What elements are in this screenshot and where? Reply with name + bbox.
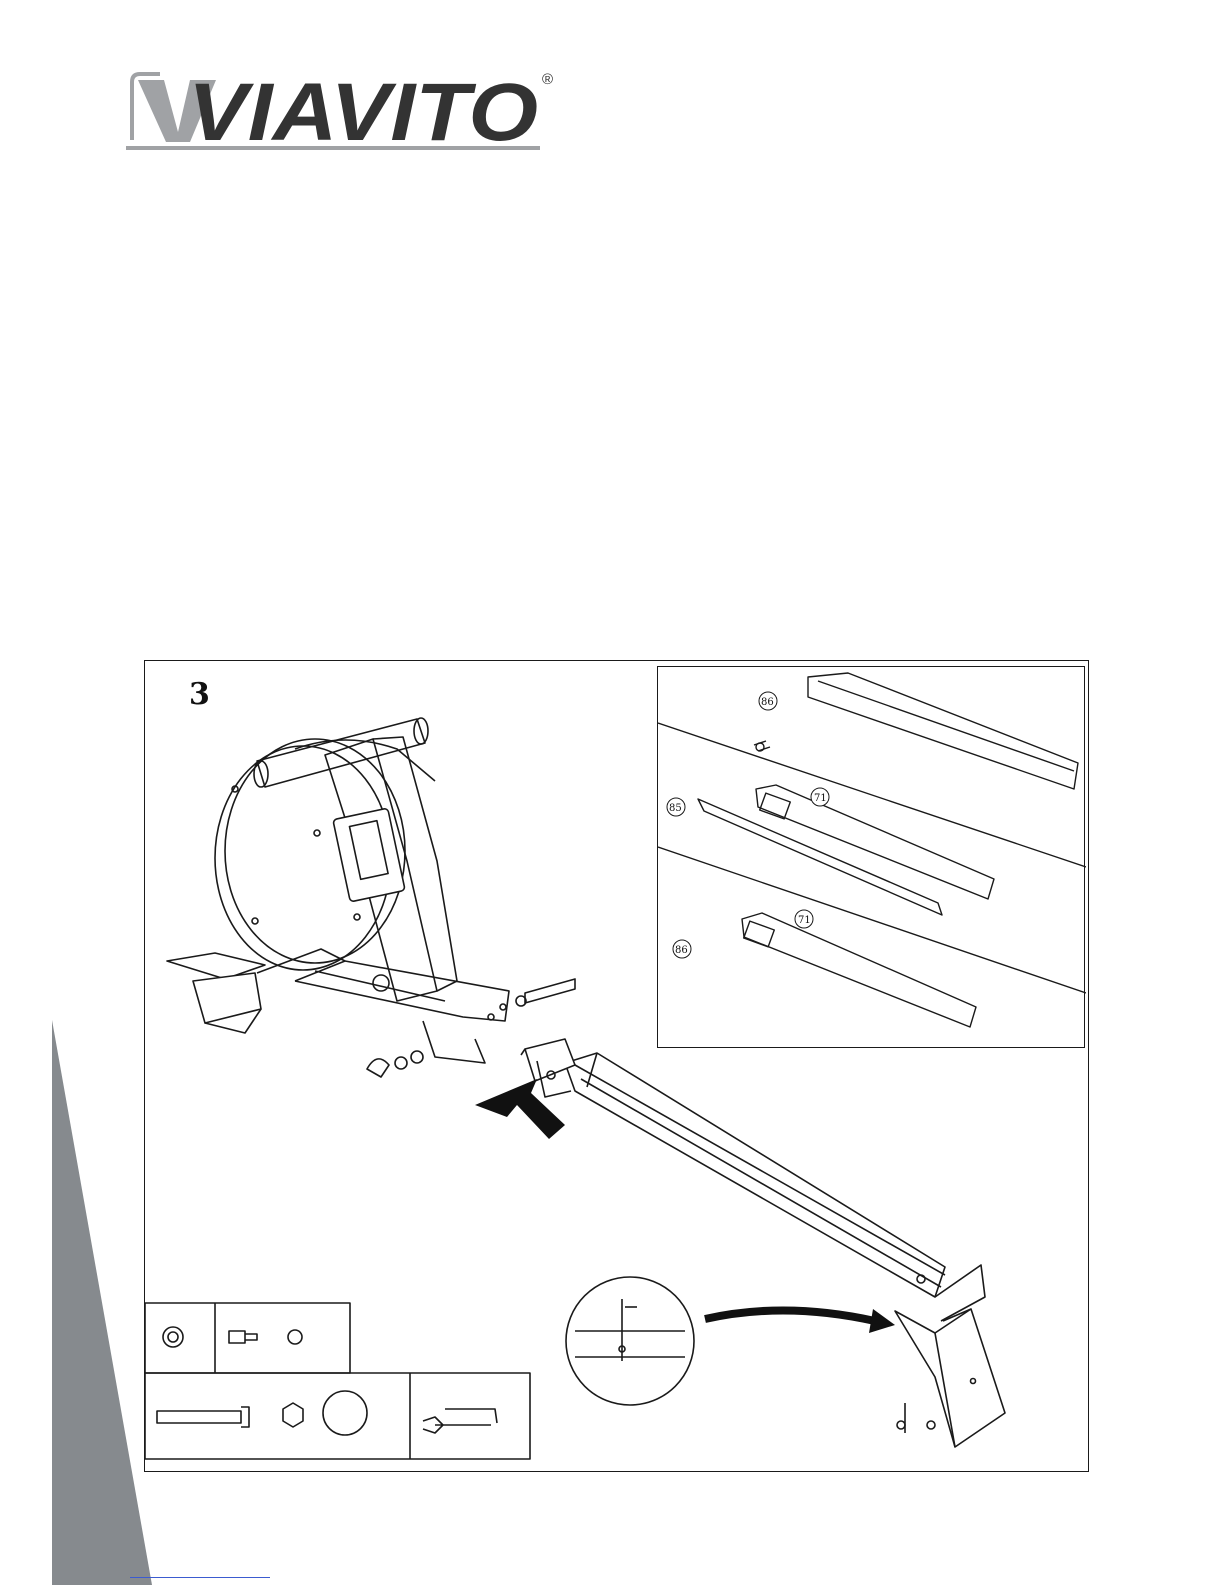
nut-icon [283,1403,303,1427]
brand-name: VIAVITO [188,67,538,158]
rail-beam [521,1039,985,1321]
long-bolt-icon [157,1407,249,1427]
callout-86-top: 86 [761,697,774,708]
assembly-diagram: 3 [144,660,1089,1472]
detail-inset: 86 85 71 71 86 [657,666,1085,1048]
wrench-icon [423,1409,497,1433]
registered-mark: ® [542,71,553,88]
parts-box-2 [145,1373,530,1459]
callout-71-middle: 71 [814,793,827,804]
footer-link-underline [130,1577,270,1578]
flywheel-housing [215,739,435,970]
front-stabilizer [167,949,509,1063]
brand-logo: VIAVITO ® [120,62,560,158]
washer-icon [163,1327,183,1347]
bolt-icon [229,1331,257,1343]
callout-85: 85 [669,803,682,814]
callout-71-bottom: 71 [798,915,811,926]
callout-86-bottom: 86 [675,945,688,956]
parts-box-1 [145,1303,350,1373]
rear-stabilizer [895,1309,1005,1447]
end-cap-icon [323,1391,367,1435]
detail-magnifier [566,1277,694,1405]
